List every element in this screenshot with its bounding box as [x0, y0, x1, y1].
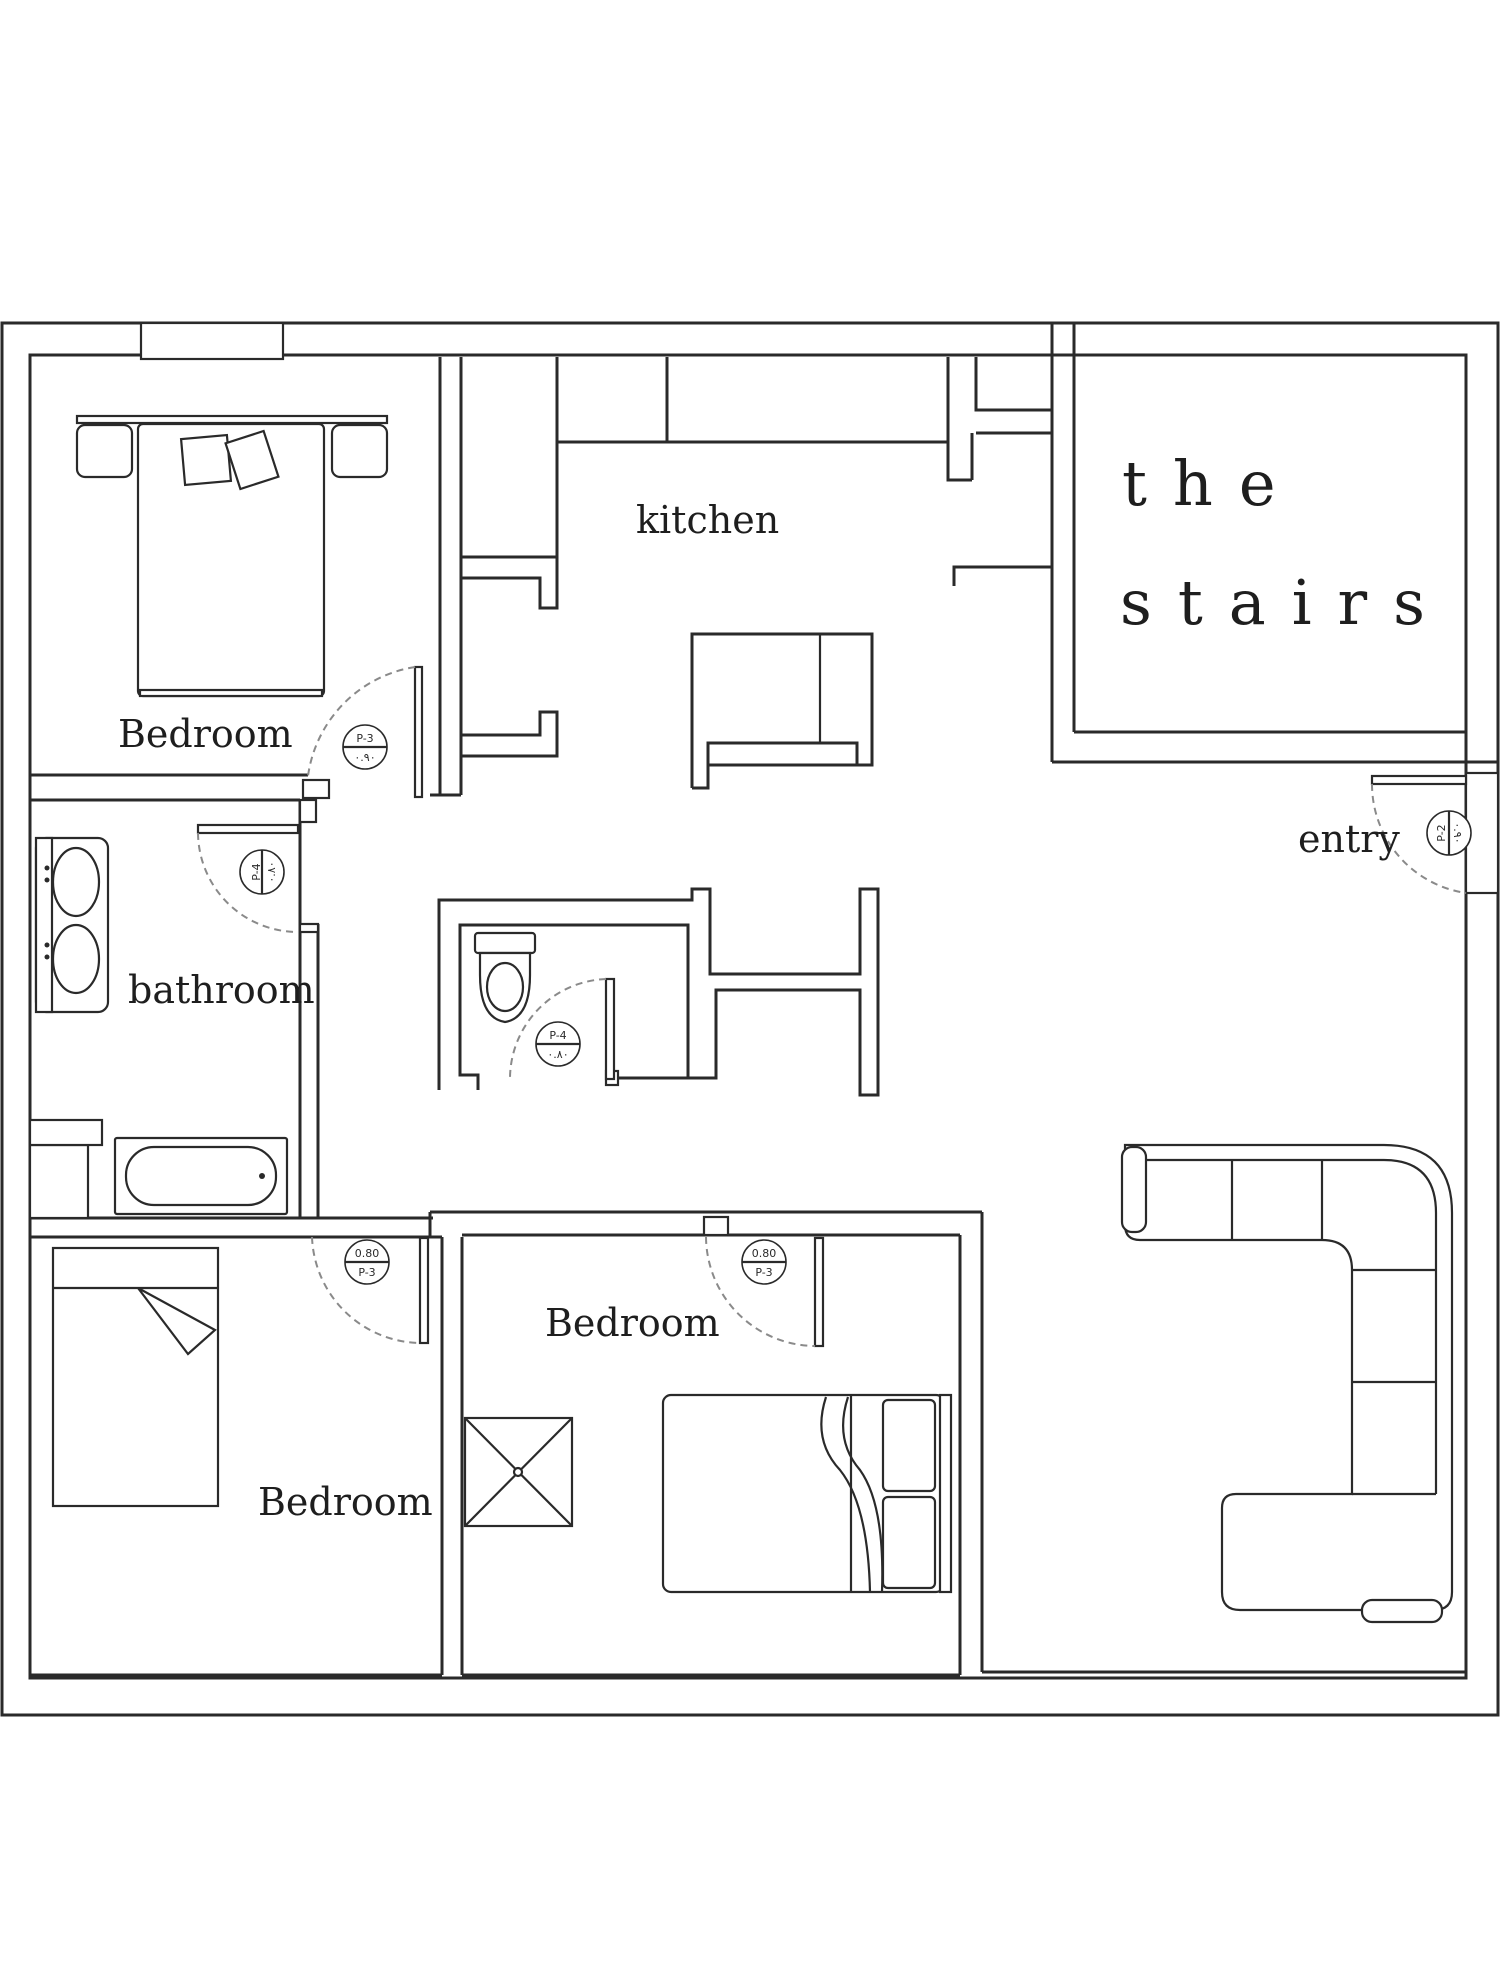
stairs-room: [1050, 323, 1498, 764]
door-tag-4-bottom: ۰.۹۰: [1451, 822, 1464, 843]
door-tag-1-bottom: ۰.۹۰: [354, 751, 375, 764]
door-lower-center-bedroom: [702, 1215, 825, 1348]
label-bedroom-top-left: Bedroom: [118, 712, 293, 756]
sectional-sofa: [1120, 1143, 1454, 1624]
exterior-outer-outline: [0, 321, 1500, 1717]
kitchen-walls: [461, 357, 1052, 758]
bathtub: [28, 1118, 289, 1220]
door-tag-1: P-3 ۰.۹۰: [342, 724, 388, 770]
single-bed: [51, 1246, 220, 1508]
door-tag-5-bottom: P-3: [358, 1266, 375, 1279]
double-bed-center: [661, 1393, 953, 1594]
door-bathroom: [196, 823, 300, 933]
door-tag-5-top: 0.80: [355, 1247, 380, 1260]
label-bedroom-bottom-left: Bedroom: [258, 1480, 433, 1524]
door-wc: [509, 977, 616, 1081]
bathroom-walls: [30, 798, 442, 1239]
door-tag-3-bottom: ۰.۸۰: [547, 1048, 568, 1061]
door-tag-4: P-2 ۰.۹۰: [1426, 810, 1472, 856]
dining-table: [690, 632, 874, 790]
label-stairs-line2: stairs: [1120, 566, 1451, 639]
door-lower-left-bedroom: [311, 1236, 430, 1345]
door-tag-6-bottom: P-3: [755, 1266, 772, 1279]
toilet: [473, 931, 537, 1024]
door-tag-6: 0.80 P-3: [741, 1239, 787, 1285]
top-left-bedroom-walls: [30, 357, 463, 802]
lower-bedroom-walls: [30, 1210, 1466, 1677]
double-sink: [34, 836, 110, 1014]
label-bedroom-bottom-center: Bedroom: [545, 1301, 720, 1345]
label-stairs-line1: the: [1122, 447, 1302, 520]
entry-walls: [1464, 771, 1500, 1672]
label-kitchen: kitchen: [636, 498, 779, 542]
door-entry: [1370, 774, 1468, 894]
door-tag-2-top: P-4: [250, 863, 263, 880]
door-tag-1-top: P-3: [356, 732, 373, 745]
door-tag-2-bottom: ۰.۸۰: [265, 861, 278, 882]
door-tag-6-top: 0.80: [752, 1247, 777, 1260]
label-entry: entry: [1298, 817, 1400, 861]
shower: [463, 1416, 574, 1528]
door-top-left-bedroom: [307, 665, 424, 799]
door-tag-4-top: P-2: [1435, 824, 1448, 841]
door-tag-3-top: P-4: [549, 1029, 566, 1042]
top-window: [139, 321, 285, 361]
label-bathroom: bathroom: [128, 968, 315, 1012]
door-tag-3: P-4 ۰.۸۰: [535, 1021, 581, 1067]
door-tag-2: P-4 ۰.۸۰: [239, 849, 285, 895]
door-tag-5: 0.80 P-3: [344, 1239, 390, 1285]
double-bed-top-left: [75, 414, 389, 698]
